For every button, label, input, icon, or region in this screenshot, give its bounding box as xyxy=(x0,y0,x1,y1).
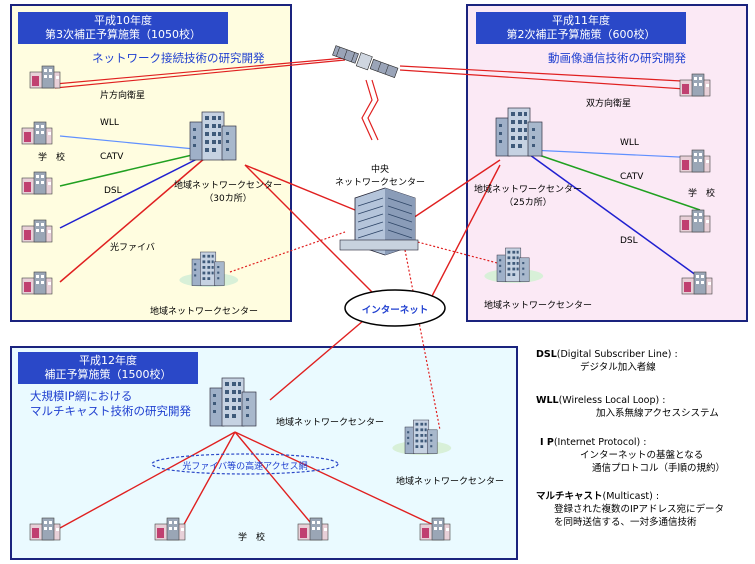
legend-ip-detail2: 通信プロトコル（手順の規約） xyxy=(592,463,726,474)
label-rnc-bottom: 地域ネットワークセンター xyxy=(276,418,385,428)
label-rnc-right: 地域ネットワークセンター xyxy=(473,185,582,195)
legend-dsl-detail: デジタル加入者線 xyxy=(580,362,656,373)
label-dsl-right: DSL xyxy=(620,236,638,246)
legend-multicast-desc: (Multicast) : xyxy=(602,491,660,502)
label-rnc-right-count: （25カ所） xyxy=(504,198,552,208)
legend-dsl-term: DSL xyxy=(536,349,557,360)
panel-h10 xyxy=(10,4,292,322)
label-school-left: 学 校 xyxy=(38,153,66,163)
legend-dsl: DSL(Digital Subscriber Line) : デジタル加入者線 xyxy=(536,348,678,374)
legend-dsl-desc: (Digital Subscriber Line) : xyxy=(556,349,678,360)
label-one-way-sat: 片方向衛星 xyxy=(100,91,146,101)
label-internet: インターネット xyxy=(361,305,429,316)
label-catv-left: CATV xyxy=(100,152,124,162)
subtitle-h12-line2: マルチキャスト技術の研究開発 xyxy=(30,404,191,418)
internet-cloud xyxy=(344,289,446,327)
legend-ip-detail: インターネットの基盤となる xyxy=(580,450,704,461)
satellite-icon xyxy=(332,45,399,78)
legend-wll-term: WLL xyxy=(536,395,559,406)
label-rnc-left-count: （30カ所） xyxy=(204,194,252,204)
title-h12: 平成12年度 補正予算施策（1500校） xyxy=(18,352,198,384)
label-fiber-left: 光ファイバ xyxy=(110,243,155,253)
label-rnc-bottom-right: 地域ネットワークセンター xyxy=(396,477,505,487)
title-h11: 平成11年度 第2次補正予算施策（600校） xyxy=(476,12,686,44)
legend-wll-desc: (Wireless Local Loop) : xyxy=(558,395,666,406)
legend-wll-detail: 加入系無線アクセスシステム xyxy=(596,408,719,419)
legend-ip-term: I P xyxy=(540,437,554,448)
title-h10: 平成10年度 第3次補正予算施策（1050校） xyxy=(18,12,228,44)
wll-link xyxy=(59,135,206,151)
title-h10-line1: 平成10年度 xyxy=(94,14,152,27)
label-school-right: 学 校 xyxy=(688,189,716,199)
title-h12-line1: 平成12年度 xyxy=(79,354,137,367)
legend-ip-desc: (Internet Protocol) : xyxy=(553,437,647,448)
label-central-2: ネットワークセンター xyxy=(334,178,425,188)
subtitle-h12-line1: 大規模IP網における xyxy=(30,389,133,403)
label-central-1: 中央 xyxy=(370,165,389,175)
central-tower-icon xyxy=(339,187,419,256)
legend-multicast-detail: 登録された複数のIPアドレス宛にデータ xyxy=(554,504,725,515)
legend-wll: WLL(Wireless Local Loop) : 加入系無線アクセスシステム xyxy=(536,394,719,420)
title-h11-line1: 平成11年度 xyxy=(552,14,610,27)
label-catv-right: CATV xyxy=(620,172,644,182)
subtitle-h10: ネットワーク接続技術の研究開発 xyxy=(92,51,265,65)
title-h10-line2: 第3次補正予算施策（1050校） xyxy=(45,28,201,41)
label-fiber-access: 光ファイバ等の高速アクセス網 xyxy=(182,462,308,472)
legend-multicast-detail2: を同時送信する、一対多通信技術 xyxy=(554,517,697,528)
label-dsl-left: DSL xyxy=(104,186,122,196)
label-wll-right: WLL xyxy=(620,138,639,148)
legend-ip: I P(Internet Protocol) : インターネットの基盤となる 通… xyxy=(540,436,725,475)
label-school-bottom: 学 校 xyxy=(238,533,266,543)
legend-multicast-term: マルチキャスト xyxy=(536,491,603,502)
label-rnc-right-small: 地域ネットワークセンター xyxy=(484,301,593,311)
label-two-way-sat: 双方向衛星 xyxy=(586,99,632,109)
subtitle-h11: 動画像通信技術の研究開発 xyxy=(548,51,686,65)
title-h12-line2: 補正予算施策（1500校） xyxy=(44,368,172,381)
legend-multicast: マルチキャスト(Multicast) : 登録された複数のIPアドレス宛にデータ… xyxy=(536,490,724,529)
label-wll-left: WLL xyxy=(100,118,119,128)
access-network-ellipse xyxy=(151,453,339,475)
label-rnc-left: 地域ネットワークセンター xyxy=(173,181,282,191)
title-h11-line2: 第2次補正予算施策（600校） xyxy=(506,28,656,41)
label-rnc-left-small: 地域ネットワークセンター xyxy=(150,307,259,317)
